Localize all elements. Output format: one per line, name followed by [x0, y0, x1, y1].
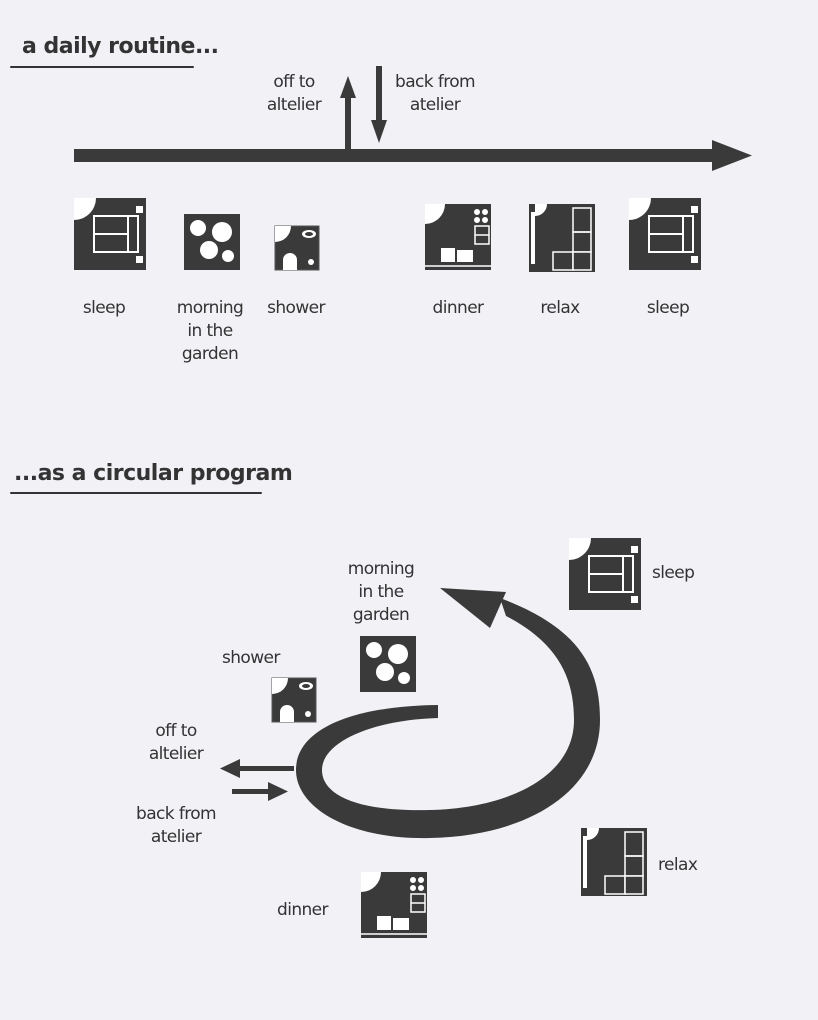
label-back-from-atelier: back from atelier	[395, 72, 476, 115]
label-morning-garden: morning in the garden	[347, 559, 415, 625]
bedroom-icon	[628, 197, 702, 271]
label-sleep: sleep	[646, 298, 690, 318]
label-back-from-atelier: back from atelier	[136, 804, 217, 847]
heading-circular-program: ...as a circular program	[14, 461, 293, 486]
back-from-atelier-arrow	[371, 66, 387, 143]
heading-underline	[10, 492, 262, 494]
garden-icon	[360, 636, 416, 692]
label-shower: shower	[267, 298, 325, 318]
bathroom-icon	[274, 225, 320, 271]
bathroom-icon	[271, 677, 317, 723]
label-shower: shower	[222, 648, 280, 668]
kitchen-icon	[424, 203, 492, 271]
heading-daily-routine: a daily routine...	[22, 34, 219, 59]
label-morning-garden: morning in the garden	[176, 298, 244, 364]
heading-underline	[10, 66, 194, 68]
spiral-arrow	[296, 588, 600, 839]
label-dinner: dinner	[277, 900, 329, 920]
kitchen-icon	[360, 871, 428, 939]
label-dinner: dinner	[432, 298, 485, 318]
living-room-icon	[528, 203, 596, 273]
label-sleep: sleep	[652, 563, 695, 583]
bedroom-icon	[73, 197, 147, 271]
back-from-atelier-arrow	[232, 782, 288, 801]
label-off-to-atelier: off to altelier	[266, 72, 322, 115]
off-to-atelier-arrow	[220, 759, 294, 778]
label-relax: relax	[540, 298, 580, 318]
off-to-atelier-arrow	[340, 76, 356, 151]
label-off-to-atelier: off to altelier	[148, 721, 204, 764]
timeline-arrow	[74, 140, 752, 171]
label-sleep: sleep	[82, 298, 126, 318]
label-relax: relax	[658, 855, 698, 875]
living-room-icon	[580, 827, 648, 897]
garden-icon	[184, 214, 240, 270]
bedroom-icon	[568, 537, 642, 611]
